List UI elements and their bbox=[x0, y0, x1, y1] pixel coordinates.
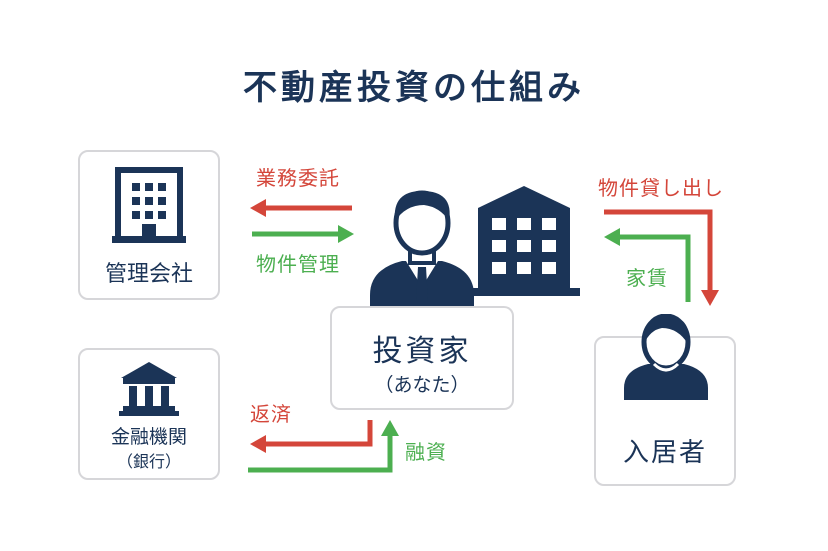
outsourcing-label: 業務委託 bbox=[256, 166, 340, 190]
bank-box: 金融機関 （銀行） bbox=[78, 348, 220, 480]
property-management-label: 物件管理 bbox=[256, 252, 340, 276]
management-company-label: 管理会社 bbox=[104, 262, 193, 287]
rental-arrow bbox=[604, 209, 719, 306]
office-building-icon bbox=[112, 167, 186, 243]
apartment-building-icon bbox=[468, 186, 580, 296]
tenant-label: 入居者 bbox=[622, 438, 707, 468]
investor-box: 投資家 （あなた） bbox=[330, 306, 514, 410]
repayment-arrow bbox=[250, 420, 373, 453]
businessman-icon bbox=[370, 190, 474, 311]
bank-icon bbox=[119, 362, 179, 416]
tenant-box: 入居者 bbox=[594, 314, 736, 486]
diagram-title: 不動産投資の仕組み bbox=[243, 68, 585, 108]
rental-label: 物件貸し出し bbox=[598, 176, 724, 200]
bank-sublabel: （銀行） bbox=[116, 452, 181, 471]
property-management-arrow bbox=[252, 225, 354, 243]
person-icon bbox=[624, 314, 708, 400]
financing-label: 融資 bbox=[405, 440, 447, 464]
investor-label: 投資家 bbox=[372, 334, 472, 369]
rent-arrow bbox=[604, 228, 691, 302]
management-company-box: 管理会社 bbox=[78, 150, 220, 300]
bank-label: 金融機関 bbox=[110, 426, 187, 448]
rent-label: 家賃 bbox=[626, 266, 668, 290]
outsourcing-arrow bbox=[250, 199, 352, 217]
repayment-label: 返済 bbox=[250, 402, 292, 426]
investor-sublabel: （あなた） bbox=[374, 374, 470, 396]
financing-arrow bbox=[248, 420, 399, 473]
